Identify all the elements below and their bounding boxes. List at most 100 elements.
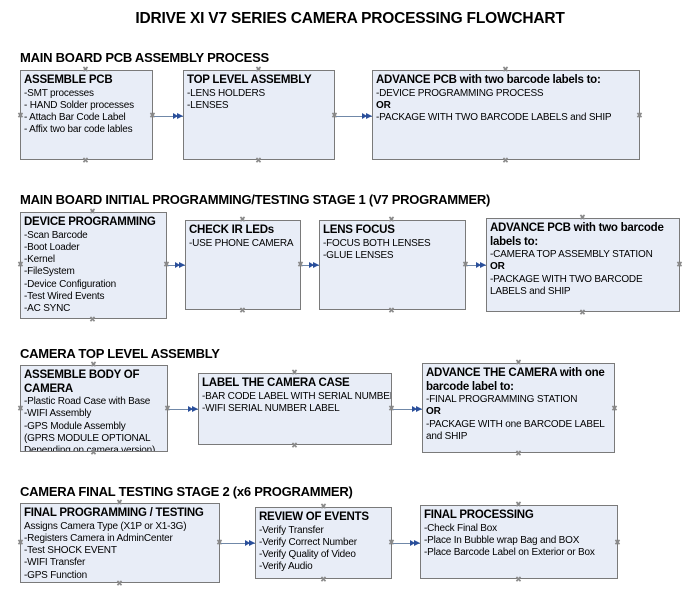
node-line: -PACKAGE WITH TWO BARCODE LABELS and SHI… bbox=[490, 273, 643, 297]
node-check-ir-leds[interactable]: CHECK IR LEDs -USE PHONE CAMERA bbox=[185, 220, 301, 310]
connector-arrow bbox=[393, 539, 420, 548]
resize-handle[interactable]: ✖ bbox=[163, 260, 170, 269]
node-lens-focus[interactable]: LENS FOCUS -FOCUS BOTH LENSES -GLUE LENS… bbox=[319, 220, 466, 310]
connector-arrow bbox=[467, 261, 486, 270]
resize-handle[interactable]: ✖ bbox=[515, 500, 522, 509]
section-heading-initial-programming-stage-1: MAIN BOARD INITIAL PROGRAMMING/TESTING S… bbox=[20, 192, 491, 207]
resize-handle[interactable]: ✖ bbox=[255, 65, 262, 74]
node-line: -Place Barcode Label on Exterior or Box bbox=[424, 547, 595, 559]
resize-handle[interactable]: ✖ bbox=[239, 215, 246, 224]
resize-handle[interactable]: ✖ bbox=[515, 575, 522, 584]
node-line: OR bbox=[376, 99, 391, 111]
node-advance-pcb-1[interactable]: ADVANCE PCB with two barcode labels to: … bbox=[372, 70, 640, 160]
resize-handle[interactable]: ✖ bbox=[614, 538, 621, 547]
resize-handle[interactable]: ✖ bbox=[388, 404, 395, 413]
node-line: - HAND Solder processes bbox=[24, 99, 134, 111]
node-line: -FileSystem bbox=[24, 266, 75, 278]
resize-handle[interactable]: ✖ bbox=[17, 538, 24, 547]
node-line: -Plastic Road Case with Base bbox=[24, 396, 151, 407]
node-title: DEVICE PROGRAMMING bbox=[24, 216, 156, 228]
node-review-of-events[interactable]: REVIEW OF EVENTS -Verify Transfer -Verif… bbox=[255, 507, 392, 579]
connector-arrow bbox=[168, 261, 185, 270]
resize-handle[interactable]: ✖ bbox=[255, 156, 262, 165]
node-line: -Registers Camera in AdminCenter bbox=[24, 532, 173, 544]
resize-handle[interactable]: ✖ bbox=[90, 360, 97, 369]
node-title: ADVANCE PCB with two barcode labels to: bbox=[376, 74, 601, 86]
node-line: -CAMERA TOP ASSEMBLY STATION bbox=[490, 249, 653, 260]
node-line: -Test Wired Events bbox=[24, 290, 105, 302]
node-line: -Boot Loader bbox=[24, 241, 80, 253]
resize-handle[interactable]: ✖ bbox=[17, 260, 24, 269]
node-line: -WIFI Assembly bbox=[24, 408, 92, 420]
connector-arrow bbox=[336, 112, 372, 121]
page-title: IDRIVE XI V7 SERIES CAMERA PROCESSING FL… bbox=[135, 10, 565, 27]
node-line: - Attach Bar Code Label bbox=[24, 112, 126, 124]
resize-handle[interactable]: ✖ bbox=[676, 260, 683, 269]
node-line: -AC SYNC bbox=[24, 303, 71, 315]
node-title: ADVANCE THE CAMERA with one barcode labe… bbox=[426, 367, 605, 393]
resize-handle[interactable]: ✖ bbox=[116, 498, 123, 507]
node-line: -FINAL PROGRAMMING STATION bbox=[426, 394, 578, 405]
resize-handle[interactable]: ✖ bbox=[611, 404, 618, 413]
resize-handle[interactable]: ✖ bbox=[502, 65, 509, 74]
resize-handle[interactable]: ✖ bbox=[82, 156, 89, 165]
resize-handle[interactable]: ✖ bbox=[462, 260, 469, 269]
section-heading-main-board-pcb-assembly: MAIN BOARD PCB ASSEMBLY PROCESS bbox=[20, 50, 269, 65]
node-assemble-body-of-camera[interactable]: ASSEMBLE BODY OF CAMERA -Plastic Road Ca… bbox=[20, 365, 168, 452]
resize-handle[interactable]: ✖ bbox=[216, 538, 223, 547]
resize-handle[interactable]: ✖ bbox=[90, 448, 97, 457]
resize-handle[interactable]: ✖ bbox=[89, 315, 96, 324]
resize-handle[interactable]: ✖ bbox=[388, 215, 395, 224]
node-line: -WIFI Transfer bbox=[24, 557, 86, 569]
node-final-processing[interactable]: FINAL PROCESSING -Check Final Box -Place… bbox=[420, 505, 618, 579]
node-line: -Verify Transfer bbox=[259, 524, 324, 536]
node-label-the-camera-case[interactable]: LABEL THE CAMERA CASE -BAR CODE LABEL WI… bbox=[198, 373, 392, 445]
node-final-programming-testing[interactable]: FINAL PROGRAMMING / TESTING Assigns Came… bbox=[20, 503, 220, 583]
node-line: -Verify Correct Number bbox=[259, 536, 357, 548]
node-title: REVIEW OF EVENTS bbox=[259, 511, 369, 523]
node-line: -Scan Barcode bbox=[24, 229, 88, 241]
node-device-programming[interactable]: DEVICE PROGRAMMING -Scan Barcode -Boot L… bbox=[20, 212, 167, 319]
node-line: -PACKAGE WITH TWO BARCODE LABELS and SHI… bbox=[376, 112, 612, 124]
resize-handle[interactable]: ✖ bbox=[89, 207, 96, 216]
resize-handle[interactable]: ✖ bbox=[320, 502, 327, 511]
node-advance-the-camera[interactable]: ADVANCE THE CAMERA with one barcode labe… bbox=[422, 363, 615, 453]
connector-arrow bbox=[169, 405, 198, 414]
node-assemble-pcb[interactable]: ASSEMBLE PCB -SMT processes - HAND Solde… bbox=[20, 70, 153, 160]
node-line: -WIFI SERIAL NUMBER LABEL bbox=[202, 402, 340, 414]
node-line: -PACKAGE WITH one BARCODE LABEL and SHIP bbox=[426, 418, 605, 442]
resize-handle[interactable]: ✖ bbox=[291, 441, 298, 450]
resize-handle[interactable]: ✖ bbox=[502, 156, 509, 165]
node-line: -BAR CODE LABEL WITH SERIAL NUMBER bbox=[202, 390, 392, 402]
resize-handle[interactable]: ✖ bbox=[17, 111, 24, 120]
resize-handle[interactable]: ✖ bbox=[515, 358, 522, 367]
resize-handle[interactable]: ✖ bbox=[297, 260, 304, 269]
connector-arrow bbox=[302, 261, 319, 270]
node-title: LABEL THE CAMERA CASE bbox=[202, 377, 350, 389]
resize-handle[interactable]: ✖ bbox=[116, 579, 123, 588]
resize-handle[interactable]: ✖ bbox=[579, 308, 586, 317]
resize-handle[interactable]: ✖ bbox=[82, 65, 89, 74]
resize-handle[interactable]: ✖ bbox=[388, 306, 395, 315]
resize-handle[interactable]: ✖ bbox=[320, 575, 327, 584]
resize-handle[interactable]: ✖ bbox=[291, 368, 298, 377]
resize-handle[interactable]: ✖ bbox=[515, 449, 522, 458]
resize-handle[interactable]: ✖ bbox=[331, 111, 338, 120]
node-line: -GLUE LENSES bbox=[323, 249, 394, 261]
resize-handle[interactable]: ✖ bbox=[579, 213, 586, 222]
node-top-level-assembly[interactable]: TOP LEVEL ASSEMBLY -LENS HOLDERS -LENSES bbox=[183, 70, 335, 160]
node-advance-pcb-2[interactable]: ADVANCE PCB with two barcode labels to: … bbox=[486, 218, 680, 312]
resize-handle[interactable]: ✖ bbox=[149, 111, 156, 120]
resize-handle[interactable]: ✖ bbox=[164, 404, 171, 413]
section-heading-camera-top-level-assembly: CAMERA TOP LEVEL ASSEMBLY bbox=[20, 346, 220, 361]
node-title: FINAL PROCESSING bbox=[424, 509, 534, 521]
node-line: OR bbox=[490, 261, 505, 273]
resize-handle[interactable]: ✖ bbox=[636, 111, 643, 120]
node-title: TOP LEVEL ASSEMBLY bbox=[187, 74, 312, 86]
resize-handle[interactable]: ✖ bbox=[239, 306, 246, 315]
connector-arrow bbox=[393, 405, 422, 414]
resize-handle[interactable]: ✖ bbox=[388, 538, 395, 547]
connector-arrow bbox=[154, 112, 183, 121]
node-title: LENS FOCUS bbox=[323, 224, 395, 236]
resize-handle[interactable]: ✖ bbox=[17, 404, 24, 413]
